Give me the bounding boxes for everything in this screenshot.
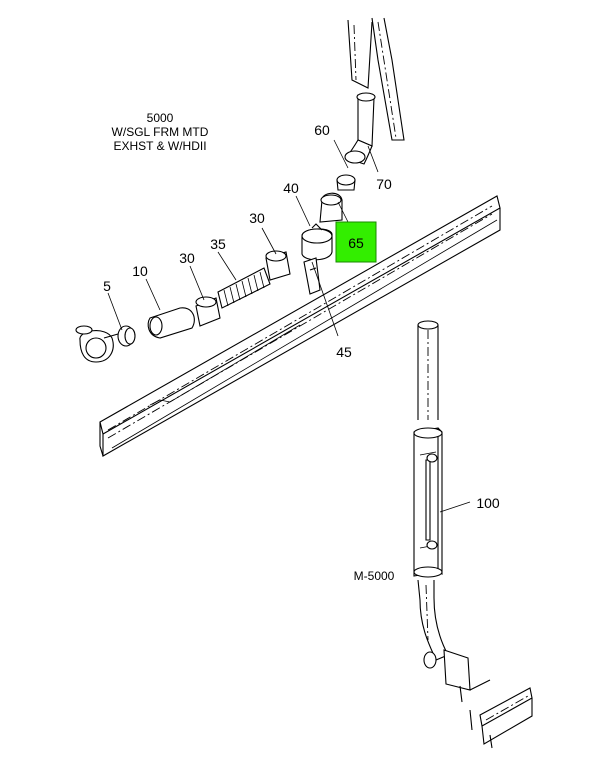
tailpipe-lower — [417, 579, 491, 703]
clamp-5[interactable] — [117, 325, 136, 347]
callout-100[interactable]: 100 — [476, 495, 500, 511]
bracket-45[interactable] — [303, 257, 321, 295]
elbow-pipe-10[interactable] — [147, 307, 195, 339]
clamp-40[interactable] — [301, 223, 333, 261]
clamp-60[interactable] — [336, 150, 366, 191]
callout-30-right[interactable]: 30 — [249, 210, 265, 226]
model-label: M-5000 — [354, 569, 395, 583]
turbo-outlet — [75, 325, 119, 363]
note-line-2: W/SGL FRM MTD — [112, 125, 209, 139]
frame-rail — [99, 195, 501, 457]
callout-65-highlight[interactable] — [335, 221, 377, 263]
note-line-1: 5000 — [147, 111, 174, 125]
note-line-3: EXHST & W/HDII — [113, 139, 206, 153]
leader-lines — [107, 139, 471, 513]
clamp-30-right[interactable] — [265, 250, 291, 281]
stack-pipe-lower — [417, 320, 439, 420]
callout-45[interactable]: 45 — [336, 344, 352, 360]
callout-10[interactable]: 10 — [132, 263, 148, 279]
callout-35[interactable]: 35 — [210, 236, 226, 252]
callout-30-left[interactable]: 30 — [179, 250, 195, 266]
lower-frame-bracket — [469, 687, 533, 749]
callout-40[interactable]: 40 — [283, 180, 299, 196]
muffler-100[interactable] — [413, 427, 443, 578]
callout-5[interactable]: 5 — [103, 278, 111, 294]
callout-70[interactable]: 70 — [376, 176, 392, 192]
upper-stack-pipe — [347, 17, 405, 147]
callout-65[interactable]: 65 — [348, 235, 364, 251]
flex-hose-35[interactable] — [217, 267, 271, 309]
clamp-30-left[interactable] — [195, 296, 221, 327]
elbow-65[interactable] — [319, 192, 343, 223]
callout-60[interactable]: 60 — [314, 122, 330, 138]
